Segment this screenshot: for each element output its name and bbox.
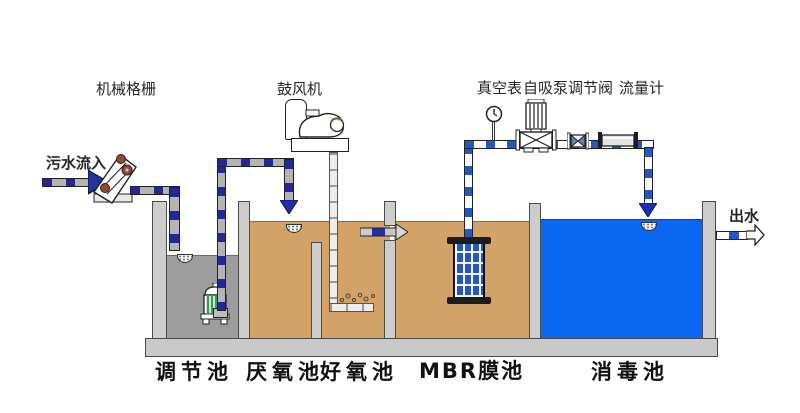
regulating-valve-icon — [567, 131, 589, 151]
mechanical-screen-label: 机械格栅 — [96, 80, 157, 98]
regulation-tank-label: 调节池 — [155, 360, 233, 384]
wall-regulation-anaerobic — [238, 201, 250, 341]
mechanical-screen-icon — [88, 148, 142, 206]
outer-left-wall — [152, 201, 167, 341]
self-priming-pump-icon — [515, 99, 557, 153]
wall-aerobic-mbr-top — [384, 201, 396, 226]
wall-mbr-disinfection — [529, 203, 541, 341]
baffle-anaerobic-aerobic — [311, 242, 322, 341]
air-bubbles-icon — [338, 291, 378, 305]
outflow-pipe — [716, 231, 748, 240]
inflow-label: 污水流入 — [46, 154, 107, 172]
flow-meter-label: 流量计 — [619, 79, 665, 97]
blower-label: 鼓风机 — [277, 80, 323, 98]
regulation-drop-pipe — [169, 187, 180, 251]
membrane-module — [453, 244, 485, 297]
air-pipe-vertical — [329, 152, 338, 309]
pump-discharge-pipe — [217, 158, 294, 167]
outflow-arrow-icon — [746, 224, 765, 246]
membrane-suction-riser — [464, 144, 473, 238]
suction-header-pipe — [464, 140, 654, 149]
vacuum-gauge-stem — [492, 121, 495, 141]
outflow-label: 出水 — [729, 207, 760, 225]
membrane-bottom-header — [447, 297, 491, 304]
anaerobic-drop-pipe — [284, 159, 294, 202]
wall-aerobic-mbr-bottom — [384, 240, 396, 341]
pump-riser-pipe — [217, 163, 226, 311]
outer-right-wall — [702, 201, 716, 341]
regulating-valve-label: 调节阀 — [568, 79, 614, 97]
submersible-pump-icon — [196, 283, 236, 325]
self-priming-pump-label: 自吸泵 — [523, 79, 569, 97]
anaerobic-inlet-arrow-icon — [280, 200, 298, 214]
disinfection-inlet-arrow-icon — [639, 203, 657, 217]
vacuum-gauge-label: 真空表 — [477, 79, 523, 97]
flow-meter-icon — [598, 131, 638, 150]
mbr-tank-label: MBR膜池 — [419, 359, 525, 383]
air-diffuser-arm — [329, 303, 374, 312]
disinfection-drop-pipe — [644, 147, 653, 205]
vacuum-gauge-icon — [485, 105, 503, 123]
blower-base — [291, 138, 349, 152]
disinfection-tank-water — [539, 219, 707, 339]
aerobic-tank-label: 好氧池 — [320, 360, 398, 384]
disinfection-tank-label: 消毒池 — [591, 360, 669, 384]
tank-floor — [145, 338, 718, 357]
membrane-top-header — [447, 237, 491, 244]
blower-icon — [297, 108, 347, 140]
inflow-pipe — [42, 178, 89, 187]
anaerobic-tank-water — [248, 221, 318, 339]
anaerobic-tank-label: 厌氧池 — [246, 360, 324, 384]
aerobic-to-mbr-arrow-icon — [360, 224, 408, 240]
regulation-tank-water — [163, 255, 243, 339]
